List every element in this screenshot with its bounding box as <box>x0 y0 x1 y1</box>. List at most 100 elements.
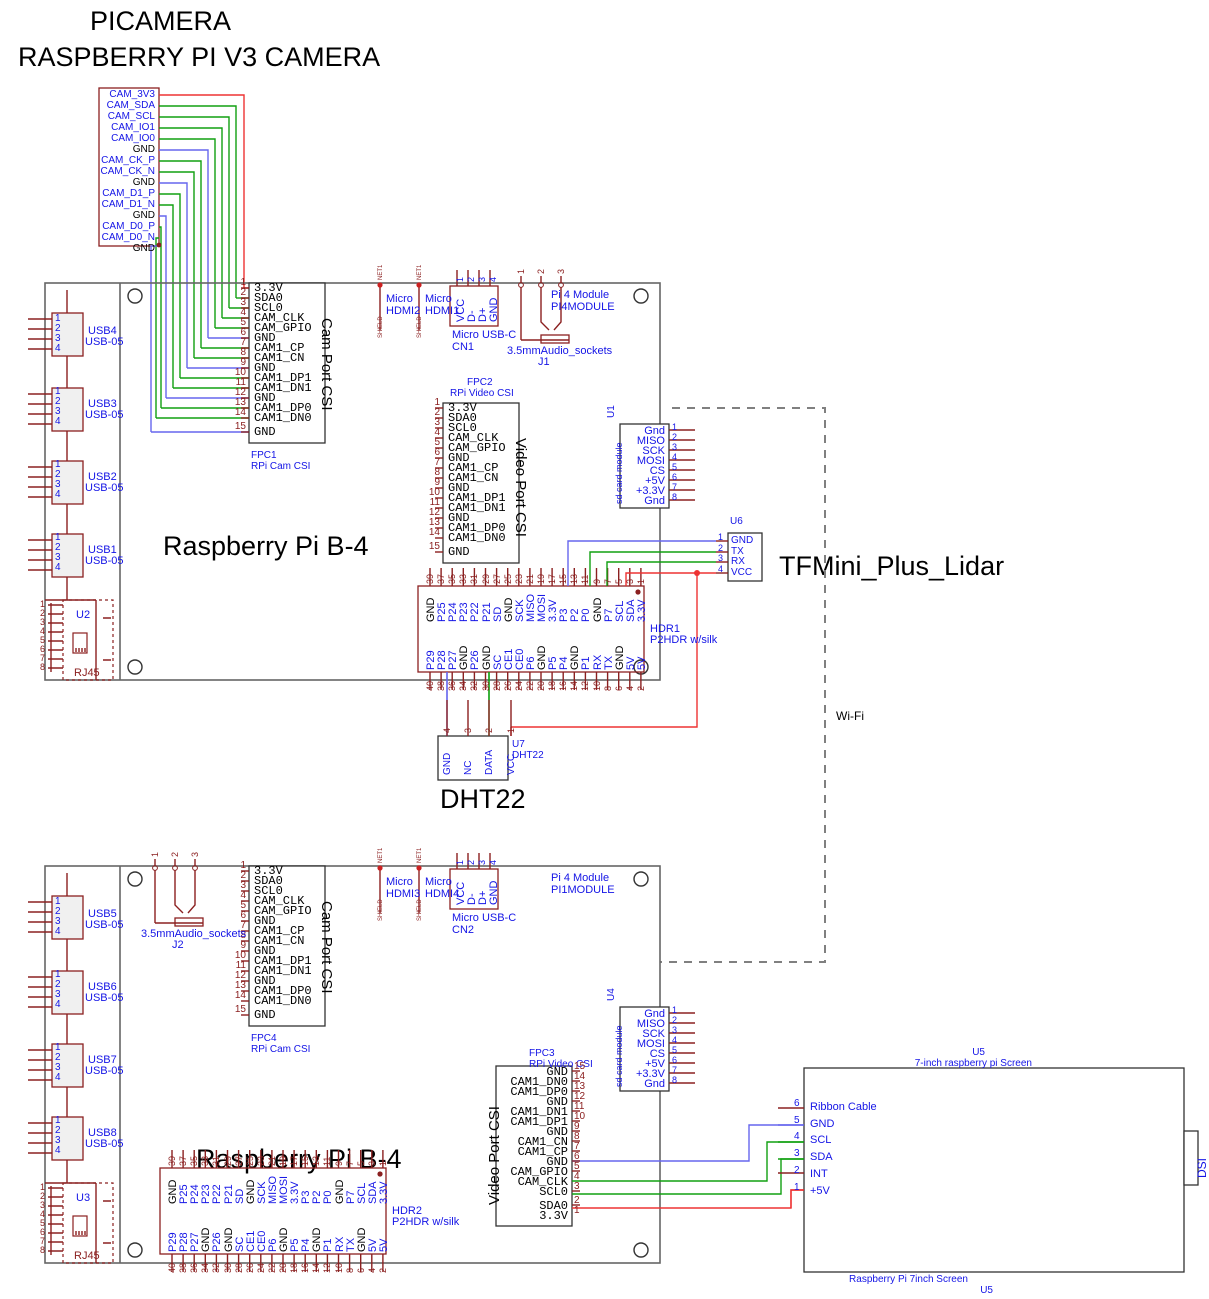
dht22-box <box>437 735 509 781</box>
hdr1-top-num-15: 15 <box>558 573 569 584</box>
fpc2-pinname-7: CAM1_CN <box>448 471 499 485</box>
hdr2-ref: HDR2 <box>392 1205 422 1217</box>
fpc2-pinnum-14: 15 <box>428 541 440 552</box>
sd-bottom-pinnum-2: 2 <box>672 1015 678 1025</box>
hdr2-bot-num-36: 36 <box>189 1262 200 1273</box>
usb-bottom-part-USB5: USB-05 <box>85 919 124 931</box>
rj45-bottom-pin-1: 1 <box>40 1182 46 1192</box>
fpc1-pinnum-2: 3 <box>240 297 246 308</box>
sd-top-pinname-+3.3V-6: +3.3V <box>635 485 665 497</box>
usbc-top-pinnum-3: 3 <box>477 276 487 282</box>
camera-pin-cam_d0_p-12: CAM_D0_P <box>102 221 155 232</box>
hdr1-top-name-GND-15: GND <box>591 597 604 622</box>
camera-pin-cam_ck_n-7: CAM_CK_N <box>100 166 155 177</box>
hdr2-top-num-29: 29 <box>222 1155 233 1166</box>
fpc2-pinname-13: CAM1_DN0 <box>448 531 506 545</box>
fpc3-ref: FPC3 <box>529 1048 555 1059</box>
hdr2-top-num-35: 35 <box>189 1155 200 1166</box>
hdr2-bot-num-34: 34 <box>200 1262 211 1273</box>
usb-bottom-part-USB8: USB-05 <box>85 1138 124 1150</box>
hdr1-bot-num-24: 24 <box>513 680 524 691</box>
usbc-bottom-pinnum-2: 2 <box>466 859 476 865</box>
fpc2-pinnum-13: 14 <box>428 527 440 538</box>
rj45-top-pin-4: 4 <box>40 626 46 636</box>
fpc2-pinnum-2: 3 <box>434 417 440 428</box>
screen-ref-top: U5 <box>972 1047 985 1058</box>
fpc2-pinname-2: SCL0 <box>448 421 477 435</box>
hdr2-bot-name-TX-16: TX <box>344 1237 357 1252</box>
module-top-line1: Pi 4 Module <box>551 289 610 301</box>
hdr2-top-name-GND-15: GND <box>333 1179 346 1204</box>
usb-top-pin-USB1-3: 3 <box>55 552 61 563</box>
hdr1-top-name-P0-14: P0 <box>580 608 593 622</box>
fpc4-desc: RPi Cam CSI <box>251 1044 311 1055</box>
wifi-label: Wi-Fi <box>836 709 864 723</box>
hdmi-bottom-symbols <box>377 865 422 913</box>
hdmi-bottom-HDMI4-shield: SHIELD <box>417 899 423 921</box>
hdr1-bot-num-40: 40 <box>425 680 435 691</box>
hdr2-bot-num-26: 26 <box>244 1262 255 1273</box>
rj45-top <box>48 599 114 681</box>
hdr1-top-num-39: 39 <box>425 573 435 584</box>
usbc-bottom-pinnum-4: 4 <box>488 859 498 865</box>
screen-ref-bottom: U5 <box>980 1285 993 1296</box>
screen-pinname-SDA: SDA <box>810 1151 833 1164</box>
sd-bottom-pinname-MISO-1: MISO <box>636 1018 665 1030</box>
sd-top-ref: U1 <box>606 405 617 418</box>
usb-bottom-pin-USB7-3: 3 <box>55 1062 61 1073</box>
fpc2-pinname-0: 3.3V <box>448 401 477 415</box>
hdr2-top-num-21: 21 <box>266 1155 277 1166</box>
usb-bottom-pin-USB7-2: 2 <box>55 1052 61 1063</box>
fpc2-pinnum-9: 10 <box>428 487 440 498</box>
fpc3-pinname-11: CAM_CLK <box>517 1175 568 1189</box>
hdmi-top-symbols <box>377 282 422 330</box>
fpc1-pinnum-3: 4 <box>240 307 246 318</box>
usbc-bottom-pinnum-3: 3 <box>477 859 487 865</box>
screen-caption: Raspberry Pi 7inch Screen <box>849 1274 968 1285</box>
audio-top-pin-3: 3 <box>556 268 566 274</box>
hdr1-bot-num-26: 26 <box>502 680 513 691</box>
usb-bottom-pin-USB7-1: 1 <box>55 1042 61 1053</box>
lidar-pinname-GND: GND <box>731 535 754 546</box>
hdr2-top-num-19: 19 <box>278 1155 288 1166</box>
usb-bottom-ref-USB5: USB5 <box>88 908 117 920</box>
fpc1-pinname-0: 3.3V <box>254 281 283 295</box>
hdr2-top-num-23: 23 <box>255 1155 266 1166</box>
fpc3-pinnum-5: 10 <box>574 1111 586 1122</box>
fpc4-pinnum-12: 13 <box>234 980 246 991</box>
hdr2-bot-num-30: 30 <box>222 1262 233 1273</box>
hdr2-top-num-13: 13 <box>311 1155 322 1166</box>
sd-top-pinnum-6: 6 <box>672 472 678 482</box>
hdr2-bot-name-5V-19: 5V <box>377 1238 390 1252</box>
usbc-top-ref: CN1 <box>452 341 475 353</box>
hdr2-top-num-17: 17 <box>289 1155 300 1166</box>
fpc3-pinnum-10: 5 <box>574 1161 580 1172</box>
hdr2-top-num-37: 37 <box>178 1155 189 1166</box>
hdmi-bottom-HDMI3-shield: SHIELD <box>378 899 384 921</box>
hdr1-bot-num-22: 22 <box>524 680 535 691</box>
hdr2-bot-num-12: 12 <box>322 1262 333 1273</box>
hdr2-top-num-39: 39 <box>167 1155 177 1166</box>
hdr1-ref: HDR1 <box>650 623 680 635</box>
fpc3-desc: RPi Video CSI <box>529 1059 593 1070</box>
dht22-pinname-NC: NC <box>463 760 474 775</box>
sd-card-bottom-box <box>619 1006 670 1092</box>
hdr2-bot-num-40: 40 <box>167 1262 177 1273</box>
usb-bottom-ref-USB8: USB8 <box>88 1127 117 1139</box>
fpc3-pinnum-13: 2 <box>574 1195 580 1206</box>
hdmi-top-HDMI2-line1: Micro <box>386 293 413 305</box>
screen-pinnum-2: 2 <box>794 1164 800 1176</box>
hdr2-bot-name-P1-14: P1 <box>322 1238 335 1252</box>
camera-pin-cam_d1_n-10: CAM_D1_N <box>101 199 155 210</box>
fpc3-pinnum-6: 9 <box>574 1121 580 1132</box>
fpc1-pinnum-4: 5 <box>240 317 246 328</box>
fpc1-pinname-7: CAM1_CN <box>254 351 305 365</box>
screen-pinnum-3: 3 <box>794 1148 800 1160</box>
hdr1-bot-num-8: 8 <box>602 685 613 691</box>
fpc2-pinnum-11: 12 <box>428 507 440 518</box>
rj45-top-pin-2: 2 <box>40 608 46 618</box>
fpc2-pinnum-7: 8 <box>434 467 440 478</box>
lidar-pinname-VCC: VCC <box>731 566 753 578</box>
hdr1-top-num-31: 31 <box>469 573 480 584</box>
fpc2-pinname-14: GND <box>448 545 470 559</box>
